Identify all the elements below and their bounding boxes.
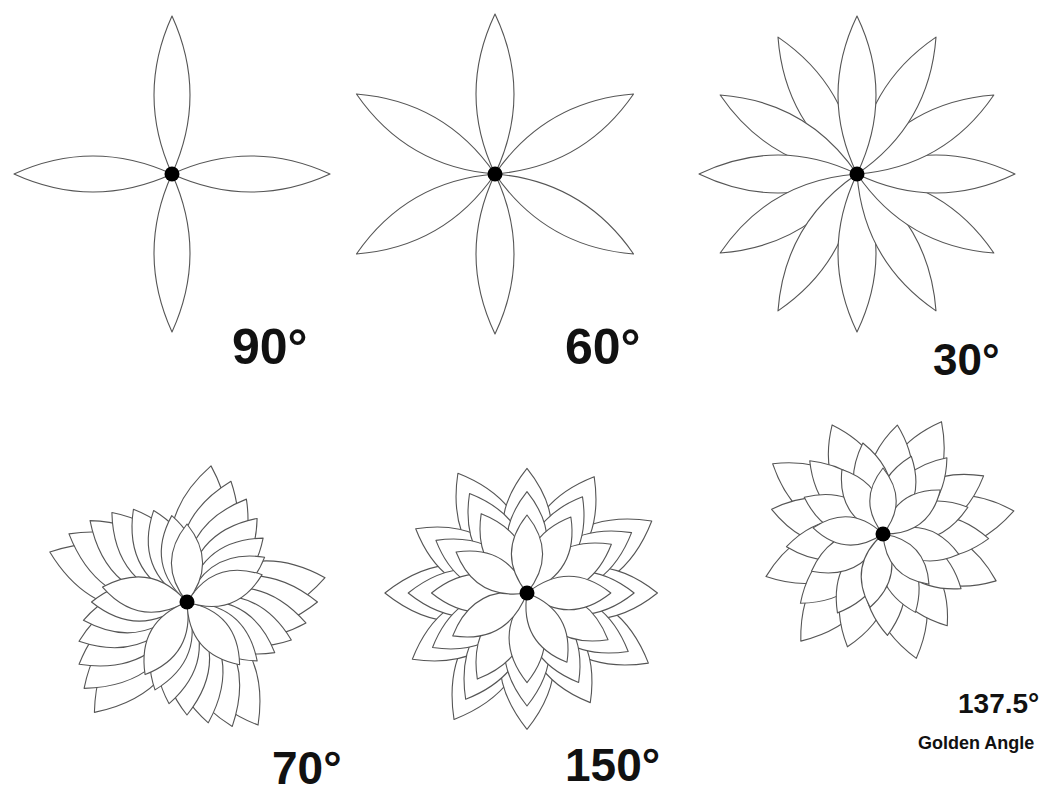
angle-label: 90° [232,322,308,372]
flower [757,410,1018,665]
flower-center [165,167,180,182]
flower [385,459,666,734]
flower-petal [511,515,542,593]
flower [699,16,1015,332]
flower-petal [873,525,939,594]
flower [14,16,330,332]
flower-petal [154,174,190,332]
flower-center [876,527,891,542]
flower-petal [513,585,581,670]
flower-petal [486,158,644,271]
angle-label: 60° [565,322,641,372]
flower-center [850,167,865,182]
flower [347,14,643,334]
angle-caption: Golden Angle [918,734,1034,752]
flower-petal [870,468,896,534]
flower-petal [172,156,330,192]
flower-petal [476,174,514,334]
flower-petal [171,524,202,602]
angle-label: 70° [272,745,342,791]
flower-petal [154,16,190,174]
flower [40,461,330,739]
flower-petal [476,14,514,174]
flower-center [488,167,503,182]
angle-label: 137.5° [958,690,1039,718]
flower-petal [14,156,172,192]
angle-label: 150° [565,742,660,788]
flower-petal [131,594,202,683]
angle-label: 30° [933,338,1000,382]
flower-petal [838,16,876,174]
flower-center [520,586,535,601]
flower-center [180,595,195,610]
